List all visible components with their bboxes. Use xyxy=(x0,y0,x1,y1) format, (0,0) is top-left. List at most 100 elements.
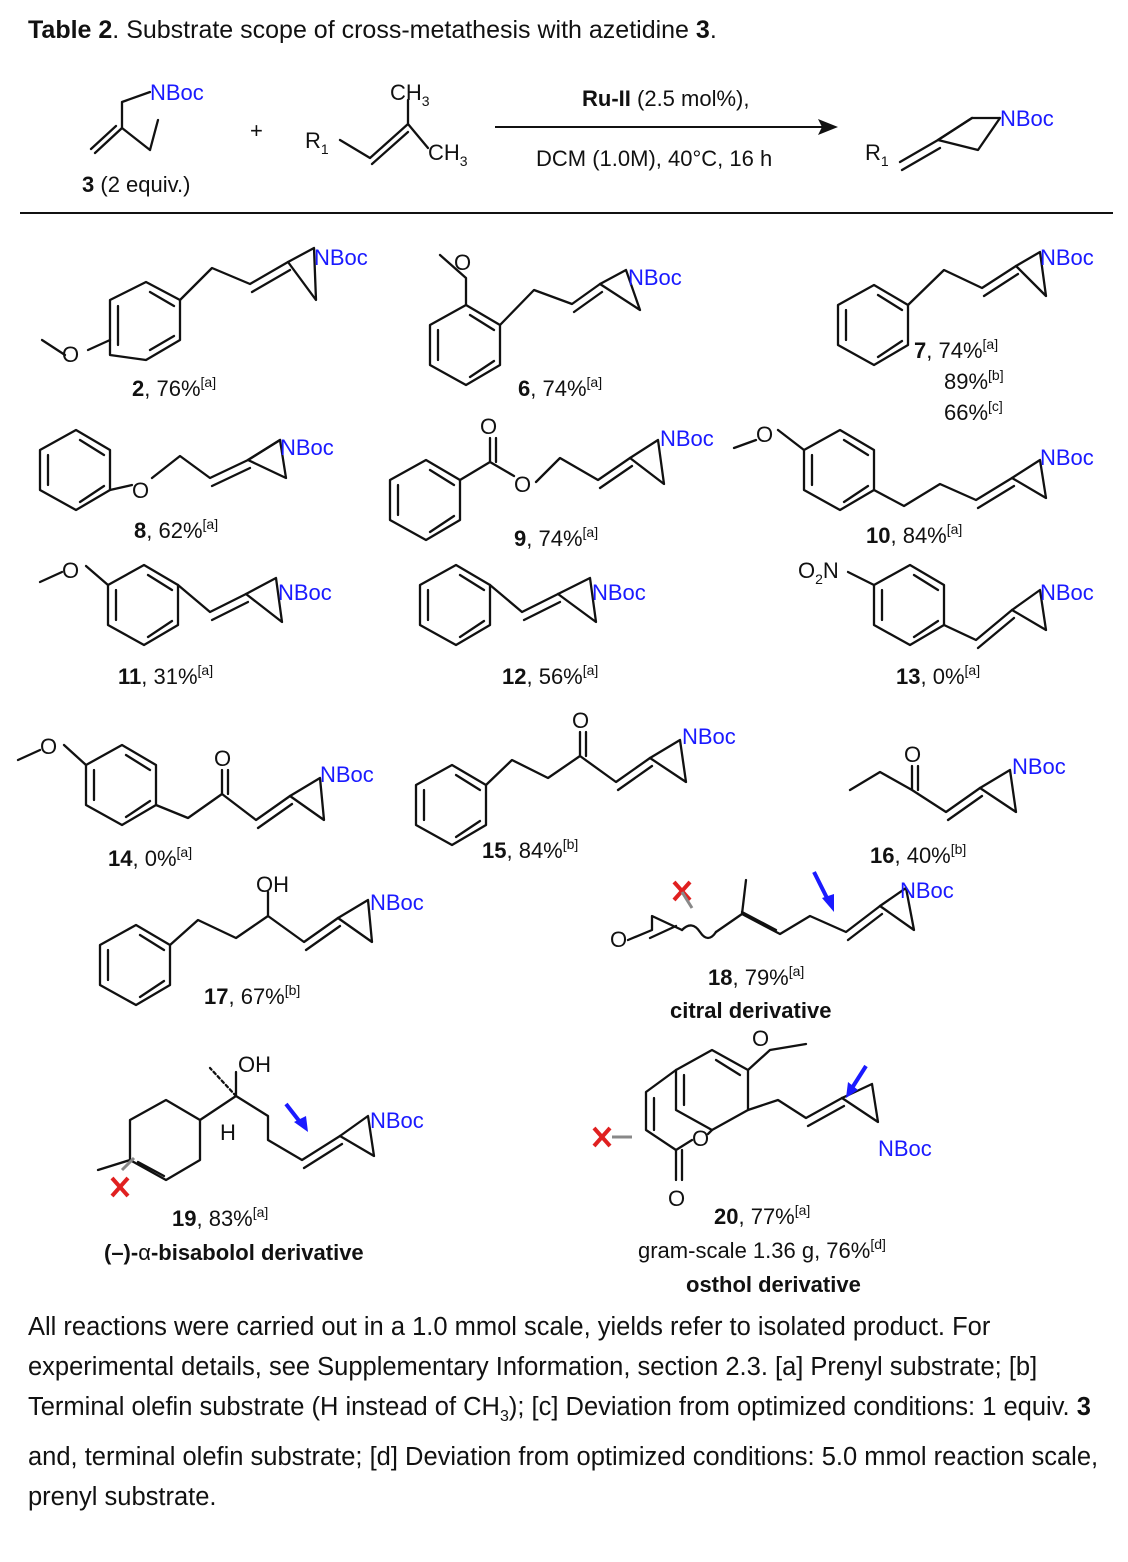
red-cross-icon xyxy=(592,1126,632,1148)
atom-o: O xyxy=(752,1026,769,1051)
entry-yield: , 83% xyxy=(196,1206,252,1231)
entry-label: 2, 76%[a] xyxy=(132,374,216,401)
atom-o: O xyxy=(572,708,589,733)
compound-19: OH H NBoc 19, 83%[a] (–)-α-bisabolol der… xyxy=(96,1052,424,1265)
table-title: Table 2. Substrate scope of cross-metath… xyxy=(28,16,717,44)
catalyst-loading: (2.5 mol%), xyxy=(631,86,750,111)
entry-label: 14, 0%[a] xyxy=(108,844,192,871)
nboc-label: NBoc xyxy=(370,1108,424,1133)
entry-yield: , 62% xyxy=(146,518,202,543)
entry-extra-note: [b] xyxy=(988,367,1004,383)
r1-sub: 1 xyxy=(321,141,329,157)
entry-note: [a] xyxy=(583,662,599,678)
compound-8: O NBoc 8, 62%[a] xyxy=(38,428,334,543)
compound-10: O NBoc 10, 84%[a] xyxy=(732,422,1094,548)
nboc-label: NBoc xyxy=(320,762,374,787)
entry-note: [a] xyxy=(201,374,217,390)
prenyl-substrate: CH3 CH3 R1 xyxy=(305,80,468,169)
compound-14: O O NBoc 14, 0%[a] xyxy=(16,734,374,871)
entry-yield: , 84% xyxy=(506,838,562,863)
nboc-label: NBoc xyxy=(1012,754,1066,779)
entry-number: 16 xyxy=(870,843,894,868)
entry-yield: , 40% xyxy=(894,843,950,868)
entry-note: [a] xyxy=(983,336,999,352)
entry-yield: , 74% xyxy=(926,338,982,363)
entry-note: [a] xyxy=(789,963,805,979)
entry-note: [b] xyxy=(285,982,301,998)
entry-note: [b] xyxy=(563,836,579,852)
gram-scale-note: [d] xyxy=(870,1236,886,1252)
entry-number: 14 xyxy=(108,846,133,871)
gram-scale-label: gram-scale 1.36 g, 76%[d] xyxy=(638,1236,886,1263)
entry-yield: , 79% xyxy=(732,965,788,990)
atom-o: O xyxy=(40,734,57,759)
atom-o: O xyxy=(214,746,231,771)
compound-9: O O NBoc 9, 74%[a] xyxy=(388,414,714,551)
entry-yield: , 0% xyxy=(132,846,176,871)
entry-label: 19, 83%[a] xyxy=(172,1204,268,1231)
gram-scale-text: gram-scale 1.36 g, 76% xyxy=(638,1238,870,1263)
red-cross-icon xyxy=(110,1156,136,1198)
compound-name: citral derivative xyxy=(670,998,831,1023)
table-title-end: . xyxy=(710,16,717,44)
table-title-bold: Table 2 xyxy=(28,16,112,44)
entry-number: 8 xyxy=(134,518,146,543)
compound-name-rest: -bisabolol derivative xyxy=(151,1240,364,1265)
reaction-scheme: NBoc 3 (2 equiv.) + CH3 CH3 R1 Ru-II (2.… xyxy=(82,80,1054,197)
product-nboc-label: NBoc xyxy=(1000,106,1054,131)
entry-yield: , 0% xyxy=(920,664,964,689)
catalyst-label: Ru-II (2.5 mol%), xyxy=(582,86,749,111)
atom-n: N xyxy=(823,558,839,583)
red-cross-icon xyxy=(672,880,694,909)
entry-label: 18, 79%[a] xyxy=(708,963,804,990)
entry-yield: , 56% xyxy=(526,664,582,689)
nboc-label: NBoc xyxy=(900,878,954,903)
atom-o: O xyxy=(62,342,79,367)
nboc-label: NBoc xyxy=(592,580,646,605)
nboc-label: NBoc xyxy=(1040,580,1094,605)
atom-o: O xyxy=(62,558,79,583)
entry-note: [a] xyxy=(198,662,214,678)
entry-label: 10, 84%[a] xyxy=(866,521,962,548)
blue-arrow-icon xyxy=(812,871,834,912)
compound-11: O NBoc 11, 31%[a] xyxy=(38,558,332,689)
atom-o: O xyxy=(480,414,497,439)
compound-12: NBoc 12, 56%[a] xyxy=(418,563,646,689)
catalyst-name: Ru-II xyxy=(582,86,631,111)
entry-label: 16, 40%[b] xyxy=(870,841,966,868)
compound-13: O2N NBoc 13, 0%[a] xyxy=(798,558,1094,689)
entry-number: 10 xyxy=(866,523,890,548)
reagent-nboc-label: NBoc xyxy=(150,80,204,105)
entry-number: 11 xyxy=(118,664,141,689)
nboc-label: NBoc xyxy=(628,265,682,290)
ch3-bottom: CH3 xyxy=(428,140,468,169)
atom-o: O xyxy=(514,472,531,497)
entry-note: [a] xyxy=(947,521,963,537)
entry-label: 12, 56%[a] xyxy=(502,662,598,689)
ch3-bottom-text: CH xyxy=(428,140,460,165)
entry-note: [a] xyxy=(203,516,219,532)
compound-18: O NBoc 18, 79%[a] citral derivative xyxy=(610,871,954,1023)
table-footnote: All reactions were carried out in a 1.0 … xyxy=(28,1307,1108,1517)
atom-h: H xyxy=(220,1120,236,1145)
entry-number: 13 xyxy=(896,664,920,689)
atom-o: O xyxy=(692,1126,709,1151)
entry-yield: , 74% xyxy=(526,526,582,551)
entry-note: [a] xyxy=(795,1202,811,1218)
conditions-label: DCM (1.0M), 40°C, 16 h xyxy=(536,146,772,171)
footnote-part-1: All reactions were carried out in a 1.0 … xyxy=(28,1313,1038,1421)
r1-text: R xyxy=(305,128,321,153)
atom-oh: OH xyxy=(256,872,289,897)
general-product: NBoc R1 xyxy=(865,106,1054,172)
atom-o: O xyxy=(756,422,773,447)
compound-7: NBoc 7, 74%[a] 89%[b] 66%[c] xyxy=(836,245,1094,425)
entry-note: [a] xyxy=(177,844,193,860)
atom-o: O xyxy=(132,478,149,503)
product-r1-sub: 1 xyxy=(881,153,889,169)
blue-arrow-icon xyxy=(284,1102,308,1132)
entry-yield: , 76% xyxy=(144,376,200,401)
product-r1-text: R xyxy=(865,140,881,165)
plus-sign: + xyxy=(250,118,263,143)
nboc-label: NBoc xyxy=(280,435,334,460)
